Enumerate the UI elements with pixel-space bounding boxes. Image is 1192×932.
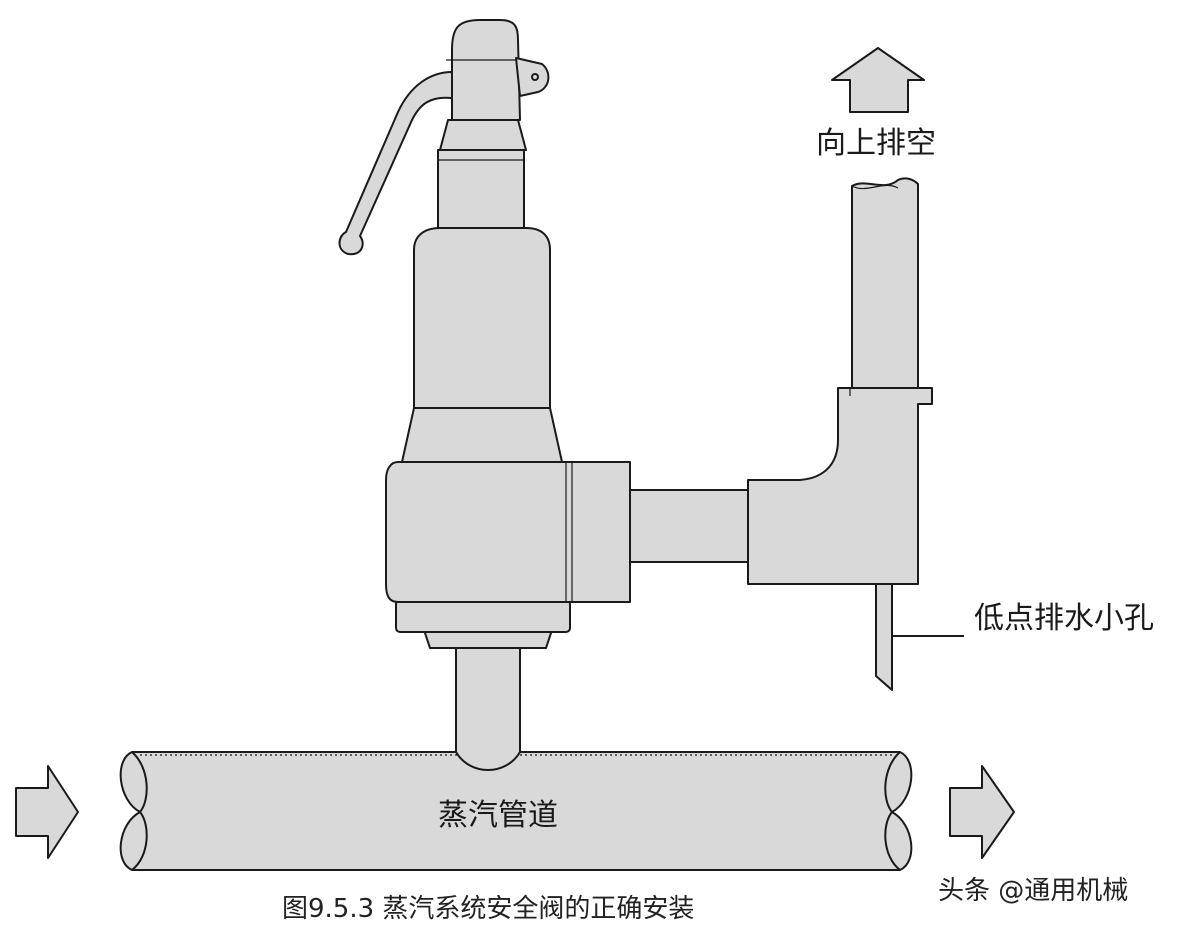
vent-up-label: 向上排空 — [816, 126, 936, 161]
steam-pipe — [119, 751, 913, 871]
watermark: 头条 @通用机械 — [938, 876, 1128, 906]
vent-up-arrow — [831, 47, 925, 113]
valve-body — [385, 461, 631, 603]
flow-out-arrow — [949, 765, 1015, 859]
test-lever — [338, 71, 453, 256]
flow-in-arrow — [15, 765, 79, 859]
valve-base-ring — [395, 599, 571, 633]
spring-housing — [413, 227, 551, 409]
cap-lug — [515, 57, 550, 97]
valve-bonnet-flare — [401, 407, 563, 463]
outlet-elbow — [747, 387, 933, 585]
inlet-nozzle — [455, 645, 521, 771]
vent-pipe — [851, 177, 919, 389]
cap-ring — [439, 119, 527, 151]
valve-cap — [451, 19, 521, 121]
valve-neck — [437, 149, 525, 229]
outlet-pipe — [629, 489, 749, 563]
drain-hole-label: 低点排水小孔 — [974, 601, 1154, 636]
drain-tube — [875, 583, 893, 691]
figure-caption: 图9.5.3 蒸汽系统安全阀的正确安装 — [282, 894, 694, 924]
steam-pipe-label: 蒸汽管道 — [438, 798, 558, 833]
